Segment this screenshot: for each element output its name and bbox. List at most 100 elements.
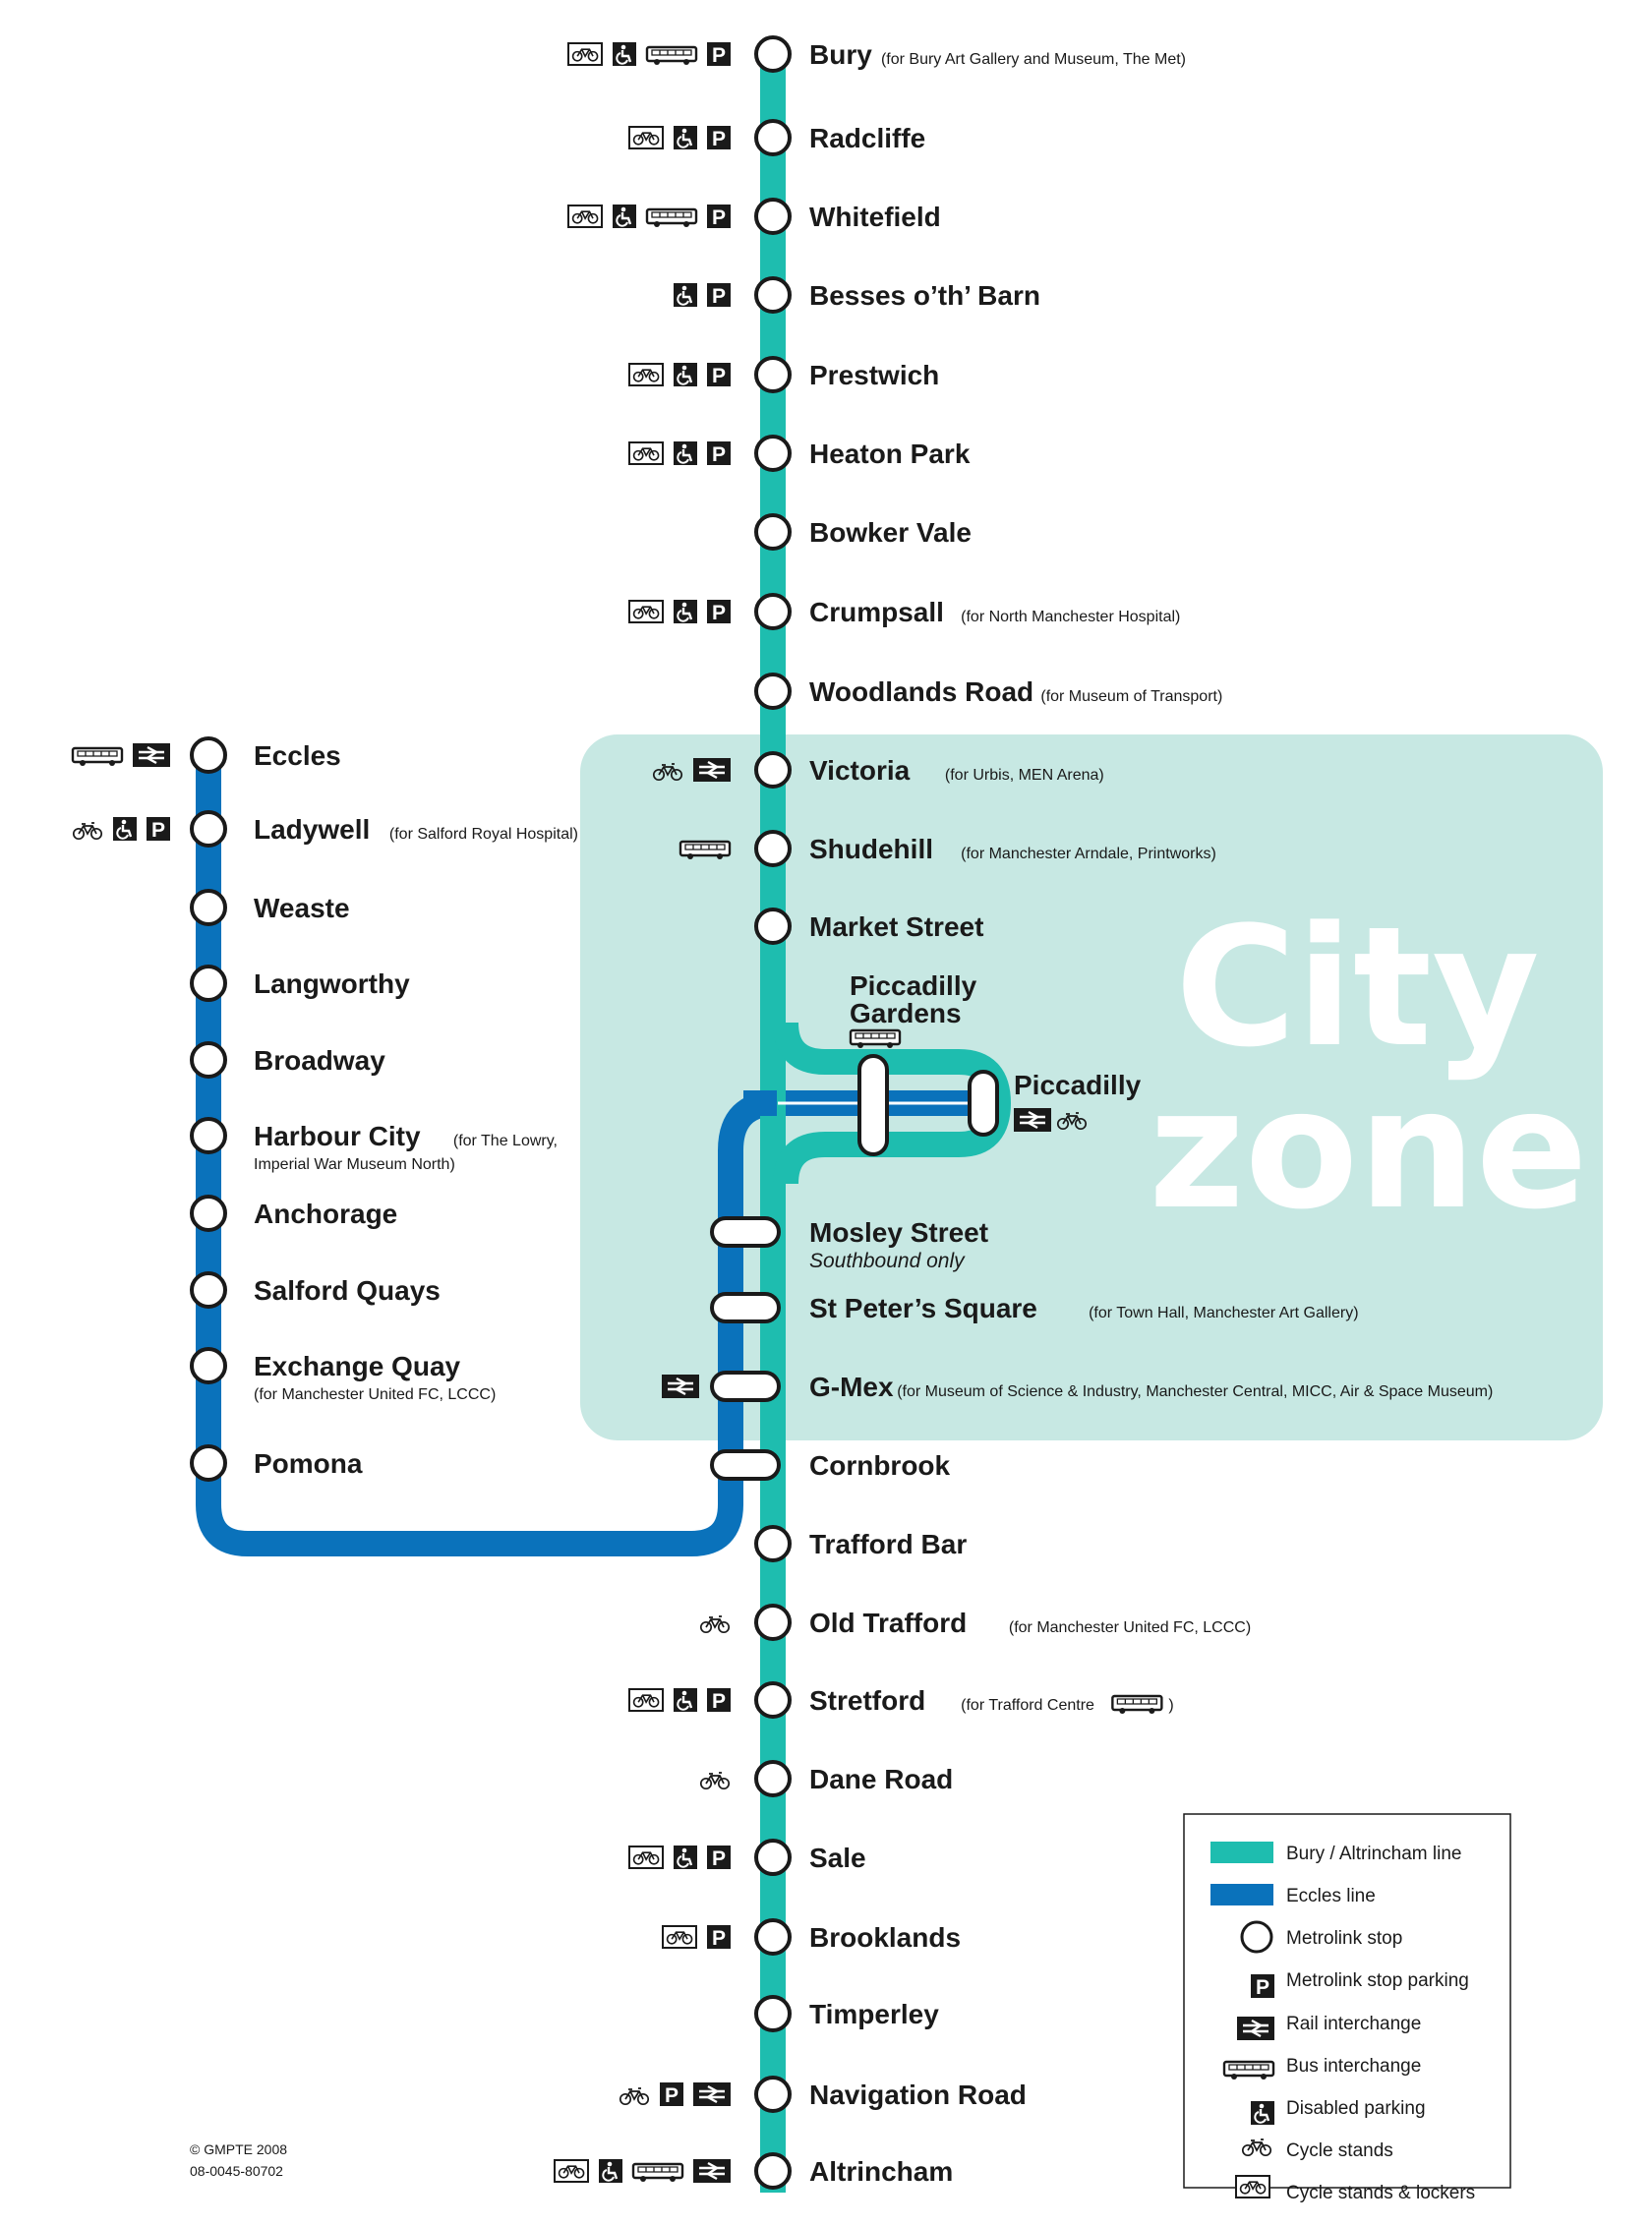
station-exchange-quay[interactable]: Exchange Quay(for Manchester United FC, … [190,1347,496,1403]
station-name: Bowker Vale [809,517,972,548]
station-st-peters-square[interactable]: St Peter’s Square(for Town Hall, Manches… [710,1292,1359,1323]
stop-marker[interactable] [754,119,792,156]
stop-marker[interactable] [857,1054,889,1156]
station-name: St Peter’s Square [809,1293,1037,1323]
station-salford-quays[interactable]: Salford Quays [190,1271,441,1309]
stop-marker[interactable] [754,356,792,393]
stop-marker[interactable] [710,1292,781,1323]
station-ladywell[interactable]: Ladywell(for Salford Royal Hospital) [72,810,578,848]
station-prestwich[interactable]: Prestwich [628,356,939,393]
stop-marker[interactable] [190,1271,227,1309]
station-weaste[interactable]: Weaste [190,889,350,926]
stop-marker[interactable] [754,1604,792,1641]
stop-marker[interactable] [754,673,792,710]
stop-marker[interactable] [754,1918,792,1956]
station-name: Market Street [809,911,983,942]
station-piccadilly-gardens[interactable]: Piccadilly Gardens [849,970,977,1156]
station-anchorage[interactable]: Anchorage [190,1195,397,1232]
stop-marker[interactable] [754,751,792,789]
stop-marker[interactable] [190,1195,227,1232]
station-pomona[interactable]: Pomona [190,1444,363,1482]
station-note: (for Bury Art Gallery and Museum, The Me… [881,51,1186,68]
stop-marker[interactable] [754,1995,792,2032]
stop-marker[interactable] [190,1347,227,1384]
stop-marker[interactable] [710,1449,781,1481]
disabled-icon [672,1844,699,1871]
station-market-street[interactable]: Market Street [754,908,983,945]
cycle-lockers-icon [567,42,603,66]
station-old-trafford[interactable]: Old Trafford(for Manchester United FC, L… [699,1604,1251,1641]
station-piccadilly[interactable]: Piccadilly [968,1070,1142,1137]
legend-label: Disabled parking [1286,2098,1426,2119]
station-langworthy[interactable]: Langworthy [190,965,410,1002]
station-whitefield[interactable]: Whitefield [567,198,941,235]
stop-marker[interactable] [190,1041,227,1079]
station-name: Broadway [254,1045,385,1076]
stop-marker[interactable] [754,1681,792,1719]
stop-marker[interactable] [190,889,227,926]
station-note-line2: Imperial War Museum North) [254,1156,455,1173]
stop-marker[interactable] [754,593,792,630]
station-name: Heaton Park [809,439,971,469]
stop-marker[interactable] [754,2076,792,2113]
station-note: (for North Manchester Hospital) [961,609,1180,625]
station-timperley[interactable]: Timperley [754,1995,939,2032]
station-stretford[interactable]: Stretford(for Trafford Centre) [628,1681,1174,1719]
station-crumpsall[interactable]: Crumpsall(for North Manchester Hospital) [628,593,1180,630]
station-note: (for Museum of Science & Industry, Manch… [897,1383,1493,1400]
station-bury[interactable]: Bury(for Bury Art Gallery and Museum, Th… [567,35,1186,73]
station-name: Victoria [809,755,911,786]
station-name: Altrincham [809,2156,953,2187]
parking-icon [707,441,731,466]
stop-marker[interactable] [754,276,792,314]
station-woodlands-road[interactable]: Woodlands Road(for Museum of Transport) [754,673,1222,710]
station-radcliffe[interactable]: Radcliffe [628,119,925,156]
stop-marker[interactable] [190,810,227,848]
stop-marker[interactable] [754,1760,792,1797]
stop-marker[interactable] [754,830,792,867]
station-victoria[interactable]: Victoria(for Urbis, MEN Arena) [652,751,1104,789]
station-name: Whitefield [809,202,941,232]
stop-marker[interactable] [754,2152,792,2190]
bus-icon [71,746,124,768]
stop-marker[interactable] [190,1117,227,1154]
station-name: Sale [809,1843,866,1873]
station-heaton-park[interactable]: Heaton Park [628,435,971,472]
station-dane-road[interactable]: Dane Road [699,1760,953,1797]
stop-marker[interactable] [190,736,227,774]
station-trafford-bar[interactable]: Trafford Bar [754,1525,967,1562]
stop-marker[interactable] [190,1444,227,1482]
stop-marker[interactable] [754,435,792,472]
station-brooklands[interactable]: Brooklands [662,1918,961,1956]
legend-label: Eccles line [1286,1886,1376,1906]
stop-marker[interactable] [968,1070,999,1137]
station-cornbrook[interactable]: Cornbrook [710,1449,951,1481]
station-name: Piccadilly [850,970,977,1001]
stop-marker[interactable] [190,965,227,1002]
station-broadway[interactable]: Broadway [190,1041,385,1079]
copyright-line1: © GMPTE 2008 [190,2141,287,2157]
parking-icon [660,2082,683,2107]
stop-marker[interactable] [710,1371,781,1402]
stop-marker[interactable] [710,1216,781,1248]
stop-marker[interactable] [754,198,792,235]
station-eccles[interactable]: Eccles [71,736,341,774]
cycle-icon [699,1772,731,1790]
stop-marker[interactable] [754,908,792,945]
cycle-lockers-icon [628,1688,664,1712]
stop-marker[interactable] [754,513,792,551]
station-shudehill[interactable]: Shudehill(for Manchester Arndale, Printw… [678,830,1216,867]
station-sale[interactable]: Sale [628,1839,866,1876]
station-harbour-city[interactable]: Harbour City(for The Lowry,Imperial War … [190,1117,558,1173]
bus-icon [1111,1694,1163,1716]
stop-marker[interactable] [754,1839,792,1876]
station-navigation-road[interactable]: Navigation Road [619,2076,1027,2113]
stop-marker[interactable] [754,35,792,73]
station-besses[interactable]: Besses o’th’ Barn [672,276,1040,314]
station-bowker-vale[interactable]: Bowker Vale [754,513,972,551]
station-g-mex[interactable]: G-Mex(for Museum of Science & Industry, … [660,1371,1493,1402]
station-name: Mosley Street [809,1217,988,1248]
station-altrincham[interactable]: Altrincham [554,2152,953,2190]
stop-marker[interactable] [754,1525,792,1562]
